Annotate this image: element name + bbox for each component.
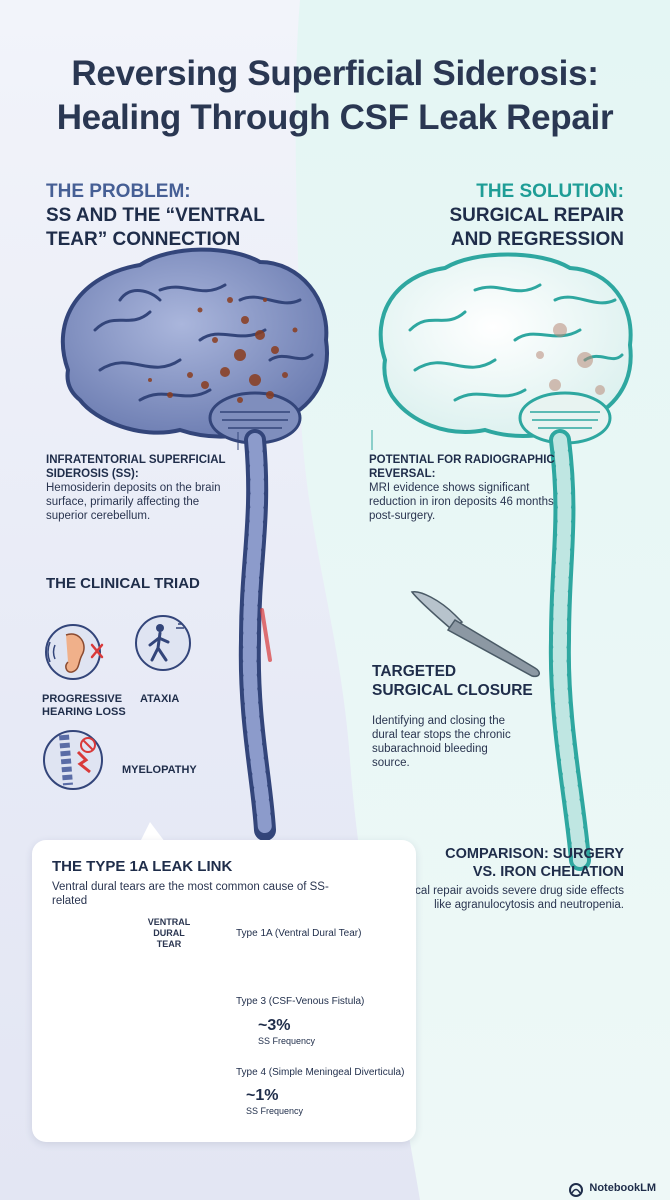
leak-link-card (32, 840, 416, 1142)
right-brain-illustration (378, 252, 633, 871)
ear-icon (45, 624, 104, 680)
comparison-body: Surgical repair avoids severe drug side … (388, 885, 624, 911)
faded-deposits (536, 323, 605, 395)
type-3-freq: SS Frequency (258, 1036, 316, 1046)
type-1a-pct: ~10% (342, 948, 384, 965)
leak-title: THE TYPE 1A LEAK LINK (52, 858, 233, 875)
solution-kicker: THE SOLUTION: (476, 181, 624, 202)
scalpel-icon (410, 591, 540, 678)
notebooklm-logo-icon (569, 1183, 583, 1197)
red-x-icon (90, 643, 104, 659)
footer-brand: NotebookLM (589, 1182, 656, 1194)
walking-person-icon (135, 615, 191, 671)
triad-title: THE CLINICAL TRIAD (46, 575, 200, 592)
problem-header: THE PROBLEM: SS AND THE “VENTRAL TEAR” C… (46, 180, 316, 252)
type-4-pct: ~1% (246, 1087, 279, 1104)
problem-kicker: THE PROBLEM: (46, 181, 191, 202)
no-symbol-icon (80, 737, 96, 753)
ss-left-callout: INFRATENTORIAL SUPERFICIAL SIDEROSIS (SS… (46, 454, 226, 522)
solution-header: THE SOLUTION: SURGICAL REPAIR AND REGRES… (364, 180, 624, 252)
type-4-name: Type 4 (Simple Meningeal Diverticula) (236, 1067, 405, 1078)
myelopathy-label: MYELOPATHY (122, 764, 197, 776)
ataxia-label: ATAXIA (140, 693, 180, 705)
closure-title: TARGETED SURGICAL CLOSURE (372, 663, 533, 699)
spine-pain-icon (43, 730, 103, 790)
ss-right-callout: POTENTIAL FOR RADIOGRAPHIC REVERSAL: MRI… (369, 454, 555, 522)
type-1a-name: Type 1A (Ventral Dural Tear) (236, 928, 362, 939)
callout-tail (140, 822, 165, 842)
closure-body: Identifying and closing the dural tear s… (372, 715, 511, 769)
type-1a-freq: SS Frequency (328, 968, 386, 978)
type-3-name: Type 3 (CSF-Venous Fistula) (236, 996, 365, 1007)
left-brain-illustration (60, 247, 329, 841)
hemosiderin-deposits (148, 297, 298, 403)
page-title: Reversing Superficial Siderosis: Healing… (56, 54, 614, 137)
type-3-pct: ~3% (258, 1017, 291, 1034)
ventral-dural-tear-label: VENTRAL DURAL TEAR (147, 917, 191, 949)
hearing-loss-label: PROGRESSIVE HEARING LOSS (42, 693, 126, 718)
type-4-freq: SS Frequency (246, 1106, 304, 1116)
leak-body: Ventral dural tears are the most common … (52, 881, 329, 907)
comparison-title: COMPARISON: SURGERY VS. IRON CHELATION (445, 846, 624, 880)
